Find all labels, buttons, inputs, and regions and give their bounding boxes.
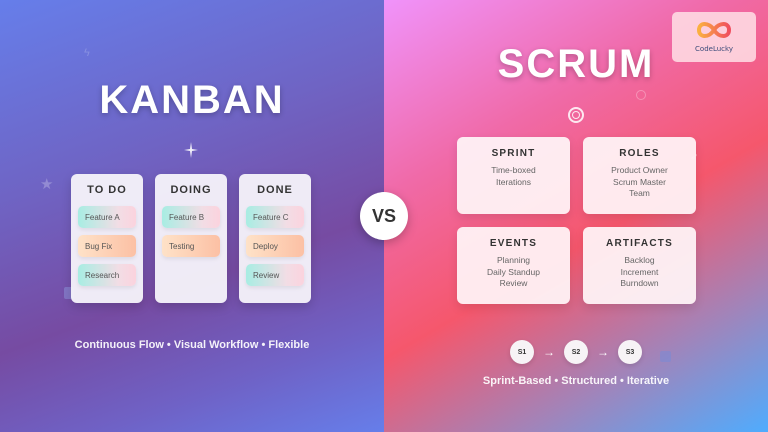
scrum-card-sprint: SPRINT Time-boxed Iterations (457, 137, 570, 214)
card-line: Iterations (496, 176, 531, 187)
sprint-flow: S1 → S2 → S3 (510, 340, 642, 364)
column-title: DONE (257, 184, 293, 196)
codelucky-logo[interactable]: CodeLucky (672, 12, 756, 62)
chart-icon (64, 287, 74, 299)
column-todo: TO DO Feature A Bug Fix Research (71, 174, 143, 303)
sprint-3: S3 (618, 340, 642, 364)
lightning-icon: ϟ (84, 47, 90, 59)
card-line: Review (499, 278, 528, 288)
scrum-card-artifacts: ARTIFACTS Backlog Increment Burndown (583, 227, 696, 304)
arrow-icon: → (543, 345, 555, 359)
sprint-2: S2 (564, 340, 588, 364)
scrum-card-events: EVENTS Planning Daily Standup Review (457, 227, 570, 304)
card-title: SPRINT (491, 148, 536, 159)
kanban-tagline: Continuous Flow • Visual Workflow • Flex… (74, 339, 310, 351)
task-card[interactable]: Feature C (246, 206, 304, 228)
scrum-title: SCRUM (497, 42, 655, 86)
target-icon (568, 107, 584, 123)
card-line: Planning (496, 255, 531, 265)
refresh-icon (660, 351, 671, 362)
task-card[interactable]: Review (246, 264, 304, 286)
card-title: ARTIFACTS (606, 238, 673, 249)
task-card[interactable]: Feature B (162, 206, 220, 228)
kanban-title: KANBAN (99, 78, 285, 122)
task-card[interactable]: Deploy (246, 235, 304, 257)
card-title: ROLES (619, 148, 660, 159)
card-line: Backlog (624, 255, 655, 265)
infinity-logo-icon (696, 22, 732, 38)
scrum-grid: SPRINT Time-boxed Iterations ROLES Produ… (457, 137, 696, 304)
column-title: TO DO (87, 184, 127, 196)
task-card[interactable]: Research (78, 264, 136, 286)
dart-icon (636, 90, 646, 100)
sparkle-icon (184, 142, 198, 163)
kanban-board: TO DO Feature A Bug Fix Research DOING F… (71, 174, 311, 303)
arrow-icon: → (597, 345, 609, 359)
column-doing: DOING Feature B Testing (155, 174, 227, 303)
card-line: Team (629, 188, 650, 198)
logo-text: CodeLucky (695, 45, 733, 53)
task-card[interactable]: Bug Fix (78, 235, 136, 257)
card-line: Scrum Master (613, 176, 666, 187)
card-line: Product Owner (611, 165, 668, 175)
vs-badge: VS (360, 192, 408, 240)
card-line: Burndown (620, 278, 659, 288)
sprint-1: S1 (510, 340, 534, 364)
kanban-panel: ϟ ★ KANBAN TO DO Feature A Bug Fix Resea… (0, 0, 384, 432)
column-title: DOING (170, 184, 212, 196)
card-line: Daily Standup (487, 266, 540, 277)
scrum-card-roles: ROLES Product Owner Scrum Master Team (583, 137, 696, 214)
task-card[interactable]: Feature A (78, 206, 136, 228)
scrum-panel: SCRUM ➶ SPRINT Time-boxed Iterations ROL… (384, 0, 768, 432)
task-card[interactable]: Testing (162, 235, 220, 257)
card-line: Increment (620, 266, 659, 277)
column-done: DONE Feature C Deploy Review (239, 174, 311, 303)
star-icon: ★ (40, 176, 54, 193)
card-title: EVENTS (489, 238, 538, 249)
scrum-tagline: Sprint-Based • Structured • Iterative (482, 375, 670, 387)
card-line: Time-boxed (491, 165, 536, 175)
